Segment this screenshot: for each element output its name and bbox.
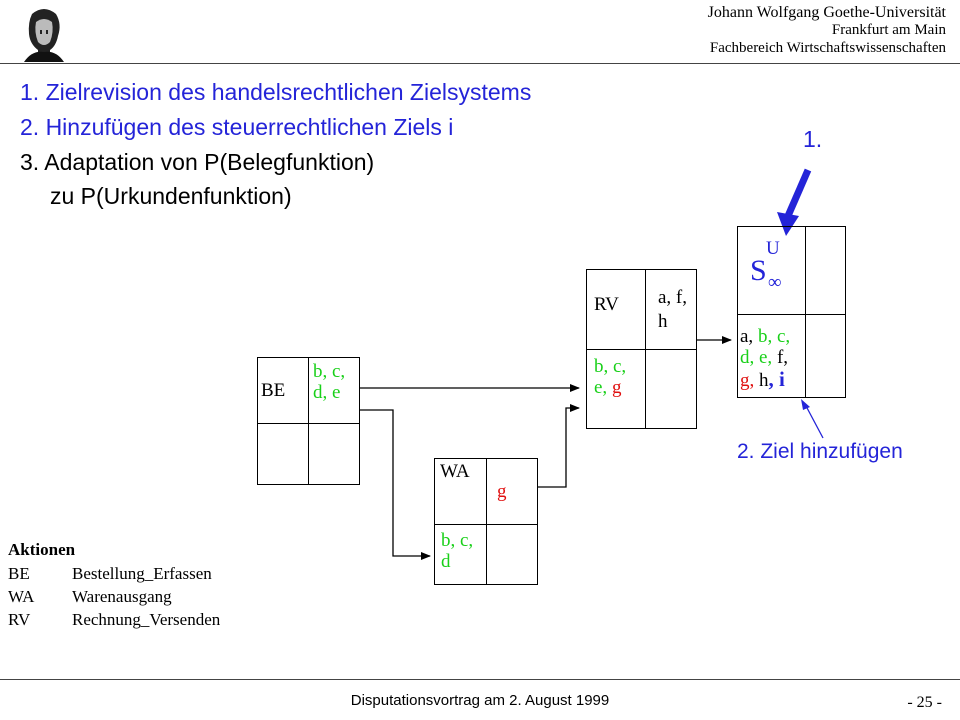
s-box-bottom-right	[805, 314, 846, 398]
rv-goals-top-line1: a, f,	[658, 287, 688, 308]
s-box-top-right	[805, 226, 846, 315]
point-4: zu P(Urkundenfunktion)	[50, 183, 292, 209]
point-2: 2. Hinzufügen des steuerrechtlichen Ziel…	[20, 114, 454, 140]
header-divider	[0, 63, 960, 64]
wa-goal-top: g	[497, 481, 507, 502]
s-goals-line1: a, b, c,	[740, 327, 790, 347]
s-goals-line2: d, e, f,	[740, 348, 788, 368]
wa-goals-line1: b, c,	[441, 530, 474, 551]
be-label: BE	[261, 380, 286, 401]
rv-goals-line2: e, g	[594, 378, 621, 398]
be-goals-line2: d, e	[313, 382, 341, 403]
rv-box-top-right	[645, 269, 697, 350]
s-superscript: U	[766, 238, 780, 259]
be-box-bottom-right	[308, 423, 360, 485]
page-number: - 25 -	[907, 694, 942, 711]
department-name: Fachbereich Wirtschaftswissenschaften	[709, 40, 946, 56]
rv-goals-line2-green: e,	[594, 377, 612, 398]
annotation-2-label: 2. Ziel hinzufügen	[737, 440, 903, 463]
legend-name-be: Bestellung_Erfassen	[72, 564, 212, 583]
annotation-arrow-2	[805, 405, 824, 439]
rv-goals-line2-red: g	[611, 377, 622, 398]
s-goals-line2-black: f,	[776, 347, 789, 368]
be-box-bottom-left	[257, 423, 309, 485]
s-goals-line3-red: g,	[740, 370, 759, 391]
goethe-portrait-icon	[14, 2, 74, 62]
s-goals-line2-green: d, e,	[740, 347, 777, 368]
rv-goals-line1: b, c,	[594, 356, 627, 377]
university-name: Johann Wolfgang Goethe-Universität	[707, 4, 946, 21]
rv-box-bottom-right	[645, 349, 697, 429]
annotation-arrow-1	[784, 168, 812, 218]
legend-title: Aktionen	[8, 540, 76, 559]
wa-goals-line2: d	[441, 551, 451, 572]
rv-label: RV	[594, 294, 619, 315]
point-1: 1. Zielrevision des handelsrechtlichen Z…	[20, 79, 532, 105]
s-symbol: S	[750, 254, 767, 287]
legend-abbr-rv: RV	[8, 610, 31, 629]
wa-box-top-right	[486, 458, 538, 525]
be-goals-line1: b, c,	[313, 361, 346, 382]
rv-goals-top-line2: h	[658, 311, 668, 332]
annotation-arrow-2-head	[801, 399, 810, 410]
footer-text: Disputationsvortrag am 2. August 1999	[350, 692, 610, 709]
wa-label: WA	[440, 461, 470, 482]
s-goals-line1-black: a,	[740, 326, 758, 347]
legend-name-rv: Rechnung_Versenden	[72, 610, 221, 629]
wa-box-bottom-right	[486, 524, 538, 585]
point-3: 3. Adaptation von P(Belegfunktion)	[20, 149, 375, 175]
university-city: Frankfurt am Main	[831, 22, 946, 38]
s-goals-new-goal-i: , i	[768, 367, 785, 391]
s-goals-line3-black: h	[759, 370, 769, 391]
annotation-1-label: 1.	[803, 126, 823, 152]
s-goals-line1-green: b, c,	[757, 326, 791, 347]
footer-divider	[0, 679, 960, 680]
arrow-be-wa	[359, 409, 431, 560]
annotation-arrow-1-head	[777, 212, 799, 236]
legend-abbr-be: BE	[8, 564, 30, 583]
legend-abbr-wa: WA	[8, 587, 35, 606]
s-goals-line3: g, h, i	[740, 369, 785, 391]
arrow-wa-rv	[537, 404, 580, 488]
s-subscript: ∞	[768, 272, 782, 293]
legend-name-wa: Warenausgang	[72, 587, 172, 606]
